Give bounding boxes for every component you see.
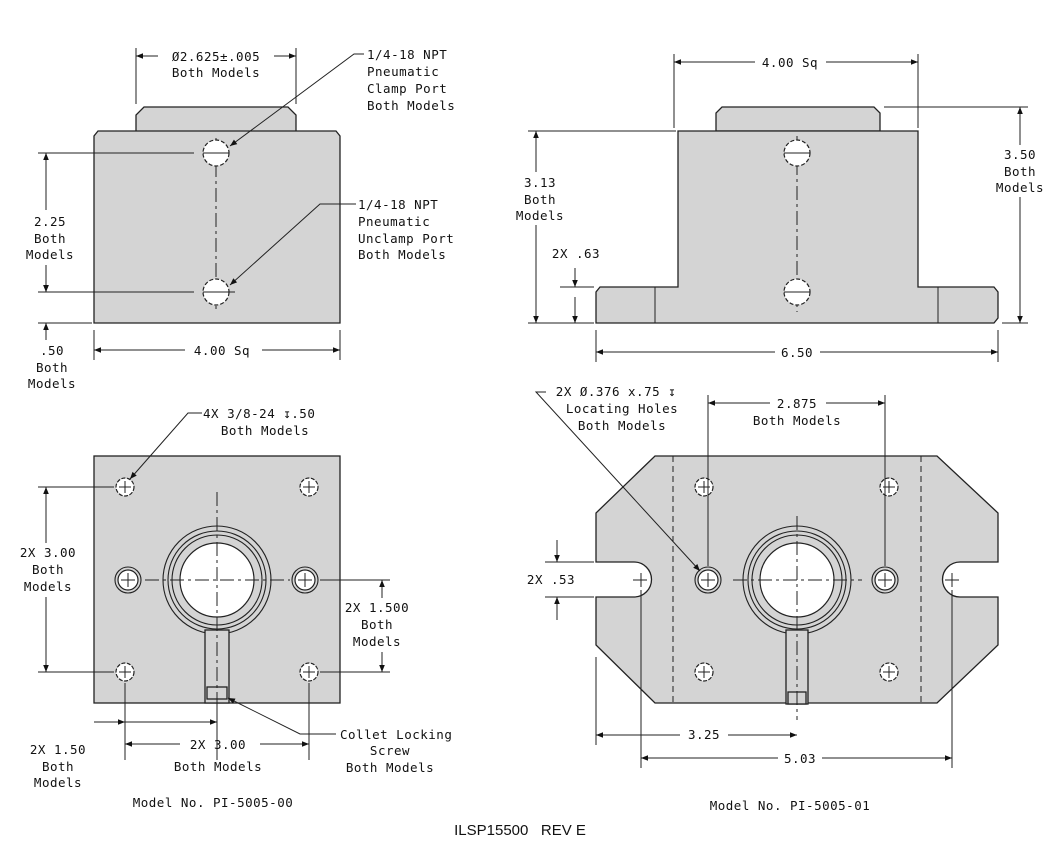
collet-boss <box>135 106 297 134</box>
diameter-note: Both Models <box>172 65 260 80</box>
top-right-side-view <box>528 54 1028 362</box>
dim-1-500: Both <box>361 617 393 632</box>
dim-width: 4.00 Sq <box>762 55 818 70</box>
dim-3-13: Both <box>524 192 556 207</box>
dim-3-25: 3.25 <box>688 727 720 742</box>
dim-2-25: Models <box>26 247 74 262</box>
dim-3-00-vertical: Models <box>24 579 72 594</box>
model-number-01: Model No. PI-5005-01 <box>710 798 871 813</box>
locating-holes-label: 2X Ø.376 x.75 ↧ <box>556 384 676 399</box>
collet-screw-label: Collet Locking <box>340 727 452 742</box>
document-id: ILSP15500 REV E <box>454 822 586 839</box>
unclamp-port-label: Both Models <box>358 247 446 262</box>
bottom-left-top-view <box>38 412 390 760</box>
top-right-labels: 4.00 Sq 3.13 Both Models 2X .63 3.50 Bot… <box>516 55 1044 360</box>
locating-holes-label: Both Models <box>578 418 666 433</box>
dim-5-03: 5.03 <box>784 751 816 766</box>
diameter-label: Ø2.625±.005 <box>172 49 260 64</box>
dim-3-00-vertical: 2X 3.00 <box>20 545 76 560</box>
locating-holes-label: Locating Holes <box>566 401 678 416</box>
unclamp-port-label: Unclamp Port <box>358 231 454 246</box>
top-left-side-view <box>38 48 364 360</box>
dim-3-50: Models <box>996 180 1044 195</box>
slot-centers <box>633 573 959 587</box>
tapped-hole-icons <box>115 477 319 682</box>
dim-1-500: 2X 1.500 <box>345 600 409 615</box>
dim-3-13: 3.13 <box>524 175 556 190</box>
clamp-port-label: Pneumatic <box>367 64 439 79</box>
dim-3-00-horizontal: Both Models <box>174 759 262 774</box>
dim-3-13: Models <box>516 208 564 223</box>
body <box>595 130 999 324</box>
dim-50: Models <box>28 376 76 391</box>
dim-1-50: 2X 1.50 <box>30 742 86 757</box>
dim-50: .50 <box>40 343 64 358</box>
dim-2-25: Both <box>34 231 66 246</box>
bottom-right-labels: 2X Ø.376 x.75 ↧ Locating Holes Both Mode… <box>527 384 870 813</box>
top-left-labels: Ø2.625±.005 Both Models 1/4-18 NPT Pneum… <box>26 47 455 391</box>
dim-1-500: Models <box>353 634 401 649</box>
unclamp-port-label: 1/4-18 NPT <box>358 197 438 212</box>
dim-width: 4.00 Sq <box>194 343 250 358</box>
dim-3-50: 3.50 <box>1004 147 1036 162</box>
tapped-holes-label: Both Models <box>221 423 309 438</box>
model-number-00: Model No. PI-5005-00 <box>133 795 294 810</box>
body <box>93 130 341 324</box>
dim-flange: 2X .63 <box>552 246 600 261</box>
dim-slot: 2X .53 <box>527 572 575 587</box>
dim-3-00-vertical: Both <box>32 562 64 577</box>
dim-2-25: 2.25 <box>34 214 66 229</box>
bottom-right-top-view <box>534 391 999 768</box>
dim-2-875: 2.875 <box>777 396 817 411</box>
unclamp-port-label: Pneumatic <box>358 214 430 229</box>
dim-50: Both <box>36 360 68 375</box>
clamp-port-label: 1/4-18 NPT <box>367 47 447 62</box>
dim-2-875: Both Models <box>753 413 841 428</box>
dim-3-00-horizontal: 2X 3.00 <box>190 737 246 752</box>
bottom-left-labels: 4X 3/8-24 ↧.50 Both Models 2X 3.00 Both … <box>20 406 452 810</box>
collet-screw-label: Screw <box>370 743 410 758</box>
clamp-port-label: Both Models <box>367 98 455 113</box>
mounting-hole-icons <box>114 566 319 594</box>
locating-hole-icons <box>694 566 899 594</box>
dim-length: 6.50 <box>781 345 813 360</box>
collet-screw-label: Both Models <box>346 760 434 775</box>
dim-1-50: Both <box>42 759 74 774</box>
collet-boss <box>715 106 881 132</box>
dim-1-50: Models <box>34 775 82 790</box>
dim-3-50: Both <box>1004 164 1036 179</box>
tapped-hole-icons <box>694 477 899 682</box>
tapped-holes-label: 4X 3/8-24 ↧.50 <box>203 406 315 421</box>
clamp-port-label: Clamp Port <box>367 81 447 96</box>
